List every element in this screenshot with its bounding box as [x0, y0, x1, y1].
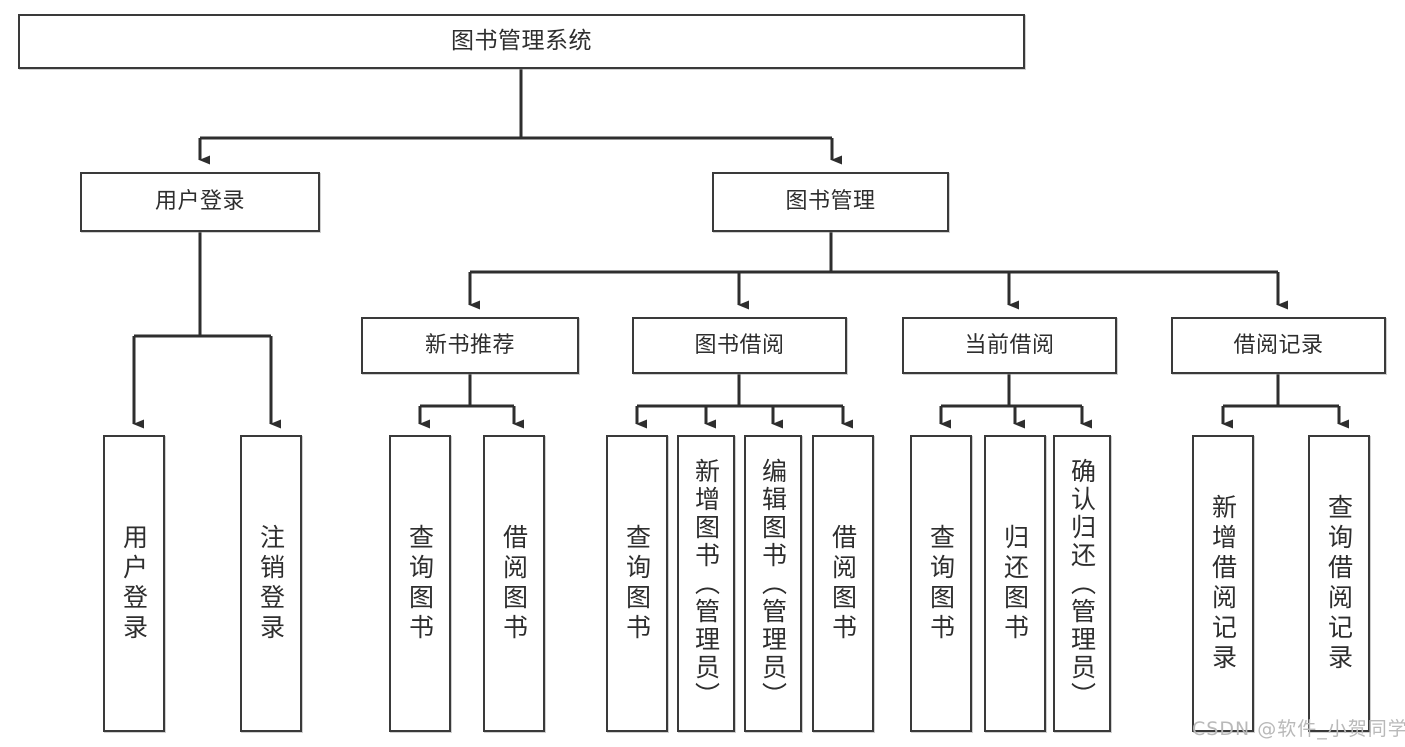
node-leaf-add-record[interactable]: 新增借阅记录: [1192, 435, 1254, 732]
node-label-leaf-borrow-book-2: 借阅图书: [828, 523, 858, 644]
node-label-leaf-user-login: 用户登录: [119, 523, 149, 644]
node-label-current-borrow: 当前借阅: [964, 332, 1055, 358]
node-leaf-return-book[interactable]: 归还图书: [984, 435, 1046, 732]
node-leaf-add-book[interactable]: 新增图书（管理员）: [677, 435, 735, 732]
node-leaf-edit-book[interactable]: 编辑图书（管理员）: [744, 435, 802, 732]
node-leaf-user-login[interactable]: 用户登录: [103, 435, 165, 732]
node-leaf-borrow-book-2[interactable]: 借阅图书: [812, 435, 874, 732]
node-leaf-query-book-3[interactable]: 查询图书: [910, 435, 972, 732]
node-label-root: 图书管理系统: [451, 27, 592, 54]
node-label-book-borrow: 图书借阅: [694, 332, 785, 358]
node-label-leaf-borrow-book-1: 借阅图书: [499, 523, 529, 644]
node-label-new-book-recommend: 新书推荐: [424, 332, 515, 358]
node-label-borrow-record: 借阅记录: [1233, 332, 1324, 358]
csdn-watermark: CSDN @软件_小贺同学: [1192, 718, 1405, 740]
node-leaf-query-book-2[interactable]: 查询图书: [606, 435, 668, 732]
node-leaf-borrow-book-1[interactable]: 借阅图书: [483, 435, 545, 732]
node-label-leaf-query-book-3: 查询图书: [926, 523, 956, 644]
node-borrow-record[interactable]: 借阅记录: [1171, 317, 1386, 374]
node-leaf-logout[interactable]: 注销登录: [240, 435, 302, 732]
node-label-leaf-confirm-return: 确认归还（管理员）: [1067, 457, 1097, 710]
node-leaf-query-record[interactable]: 查询借阅记录: [1308, 435, 1370, 732]
node-user-login[interactable]: 用户登录: [80, 172, 320, 232]
node-label-leaf-return-book: 归还图书: [1000, 523, 1030, 644]
node-label-user-login: 用户登录: [154, 189, 245, 215]
node-label-book-manage: 图书管理: [785, 189, 876, 215]
node-leaf-confirm-return[interactable]: 确认归还（管理员）: [1053, 435, 1111, 732]
node-label-leaf-logout: 注销登录: [256, 523, 286, 644]
node-label-leaf-query-book-1: 查询图书: [405, 523, 435, 644]
node-leaf-query-book-1[interactable]: 查询图书: [389, 435, 451, 732]
node-label-leaf-query-record: 查询借阅记录: [1324, 493, 1354, 674]
node-root[interactable]: 图书管理系统: [18, 14, 1025, 69]
node-label-leaf-add-record: 新增借阅记录: [1208, 493, 1238, 674]
node-label-leaf-query-book-2: 查询图书: [622, 523, 652, 644]
node-book-borrow[interactable]: 图书借阅: [632, 317, 847, 374]
node-label-leaf-add-book: 新增图书（管理员）: [691, 457, 721, 710]
node-label-leaf-edit-book: 编辑图书（管理员）: [758, 457, 788, 710]
node-new-book-recommend[interactable]: 新书推荐: [361, 317, 579, 374]
node-book-manage[interactable]: 图书管理: [712, 172, 949, 232]
node-current-borrow[interactable]: 当前借阅: [902, 317, 1117, 374]
